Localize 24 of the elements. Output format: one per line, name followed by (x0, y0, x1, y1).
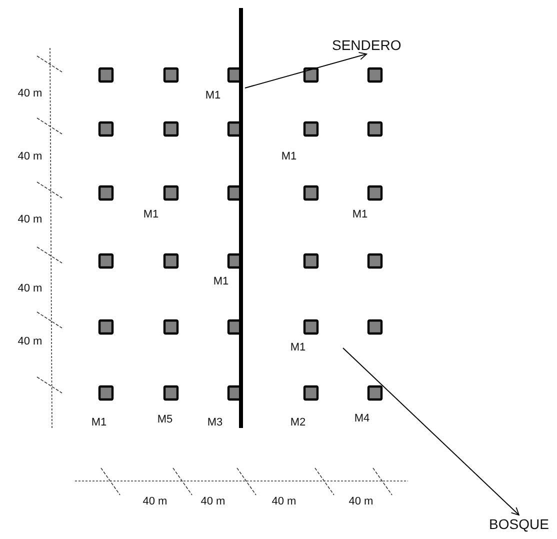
dimension-label: 40 m (272, 496, 296, 508)
dimension-label: 40 m (348, 496, 374, 508)
text-label: BOSQUE (489, 517, 549, 531)
dimension-label: 40 m (18, 284, 42, 294)
dimension-label: 40 m (18, 152, 42, 162)
plot-label: M2 (290, 418, 306, 428)
plot-label: M1 (143, 210, 159, 220)
arrow (244, 52, 368, 88)
dimension-label: 40 m (18, 88, 42, 100)
plot-label: M1 (205, 90, 221, 102)
plot-label: M1 (213, 276, 229, 288)
plot-label: M5 (157, 414, 173, 426)
dimension-label: 40 m (18, 214, 42, 226)
text-label: SENDERO (332, 38, 402, 52)
plot-label: M1 (91, 418, 107, 428)
plot-label: M1 (352, 210, 368, 220)
plot-label: M4 (354, 414, 370, 424)
dimension-label: 40 m (142, 496, 168, 508)
plot-label: M1 (290, 342, 306, 354)
arrow (342, 348, 520, 516)
dimension-label: 40 m (18, 336, 42, 348)
plot-label: M1 (281, 152, 297, 162)
dimension-label: 40 m (200, 496, 226, 508)
plot-label: M3 (207, 418, 223, 428)
